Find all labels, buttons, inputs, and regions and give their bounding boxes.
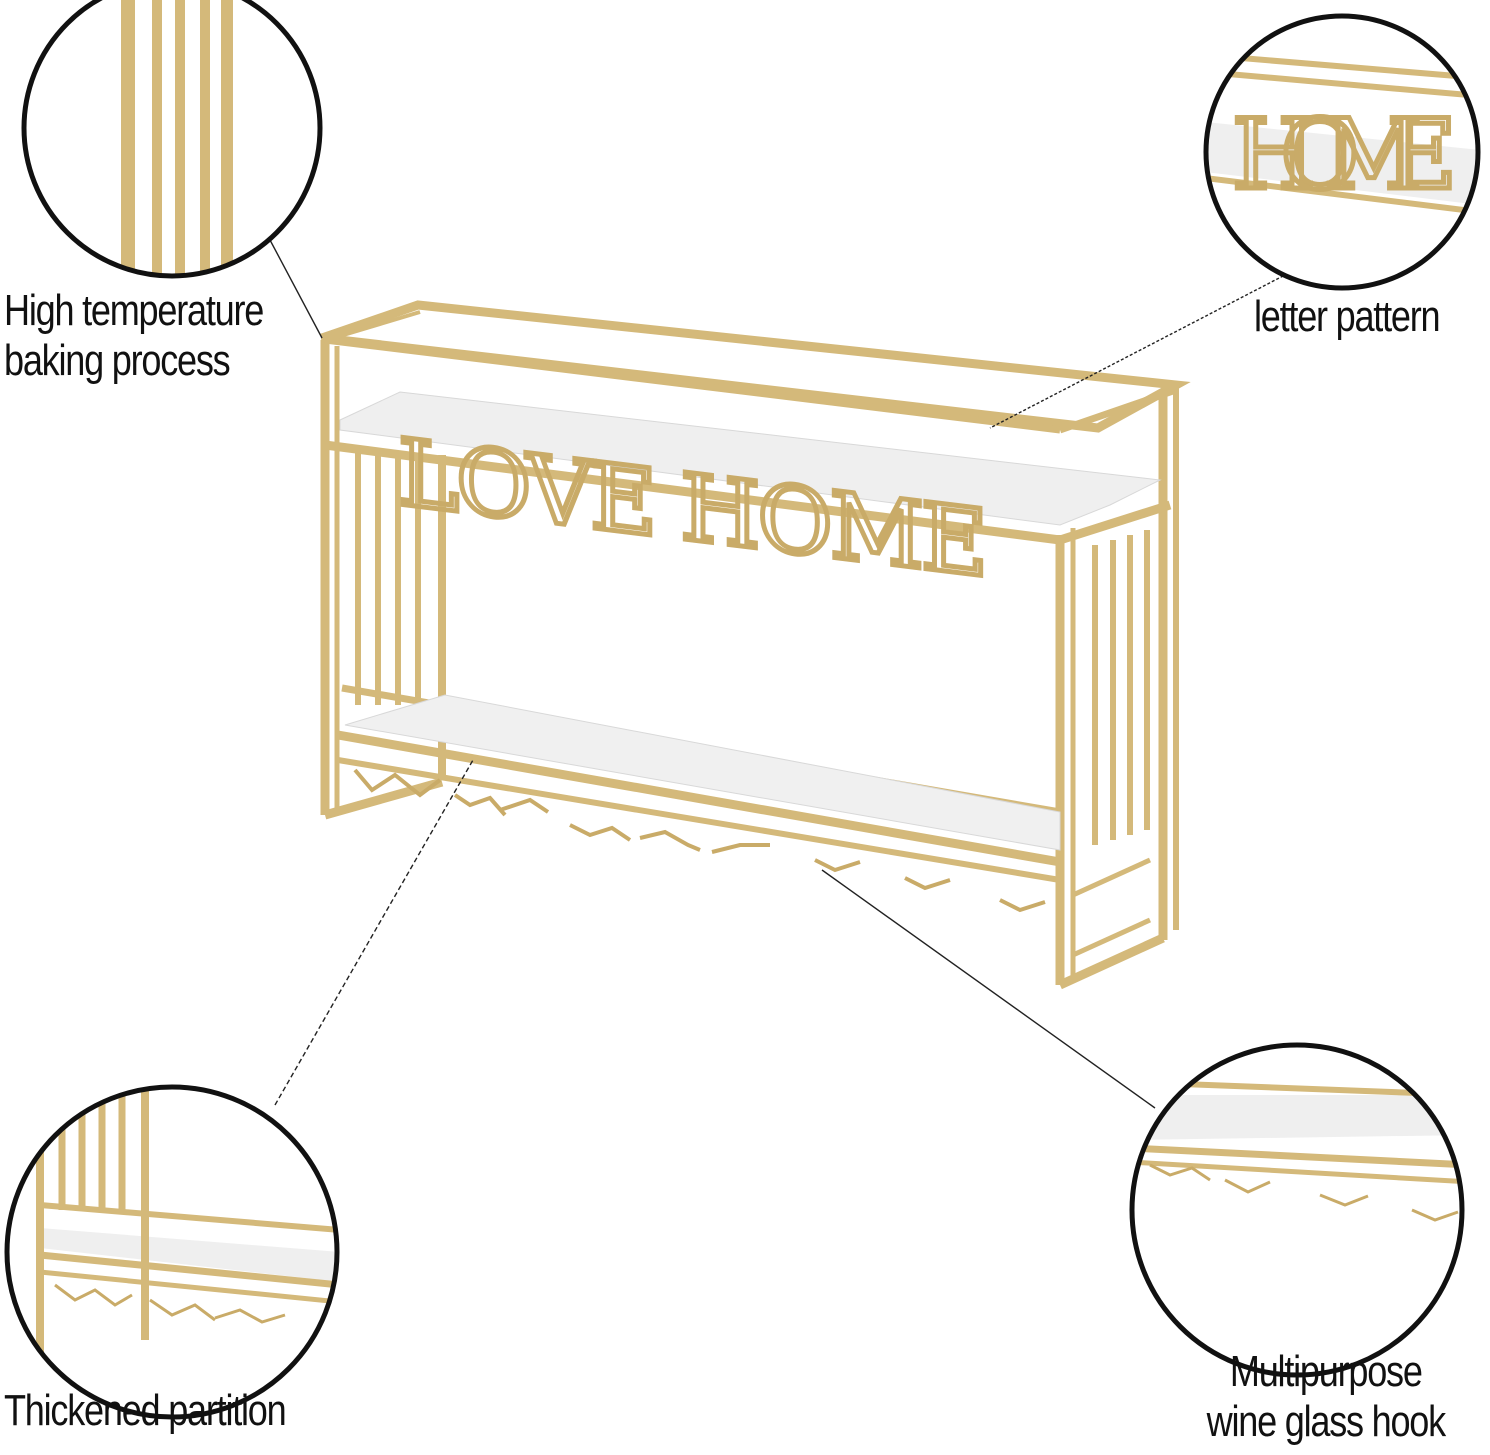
lower-shelf (344, 694, 1061, 851)
label-wine-glass-hook: Multipurpose wine glass hook (1170, 1347, 1482, 1447)
label-line: High temperature (4, 286, 264, 335)
label-high-temperature: High temperature baking process (4, 286, 264, 386)
callout-vertical-bars (21, 0, 323, 279)
callout-letter-pattern: HOME (1203, 13, 1481, 291)
callout-lines (269, 239, 1311, 1109)
label-line: letter pattern (1254, 292, 1441, 341)
callout-thickened-partition (4, 1084, 340, 1420)
upper-shelf (339, 391, 1162, 526)
label-line: Thickened partition (4, 1386, 287, 1435)
label-thickened-partition: Thickened partition (4, 1386, 287, 1436)
label-line: baking process (4, 336, 231, 385)
label-letter-pattern: letter pattern (1254, 292, 1441, 342)
label-line: Multipurpose (1229, 1347, 1423, 1396)
label-line: wine glass hook (1206, 1397, 1447, 1446)
callout-wine-glass-hook (1129, 1042, 1465, 1378)
svg-text:HOME: HOME (1232, 99, 1457, 211)
wine-glass-hooks (353, 768, 1046, 913)
